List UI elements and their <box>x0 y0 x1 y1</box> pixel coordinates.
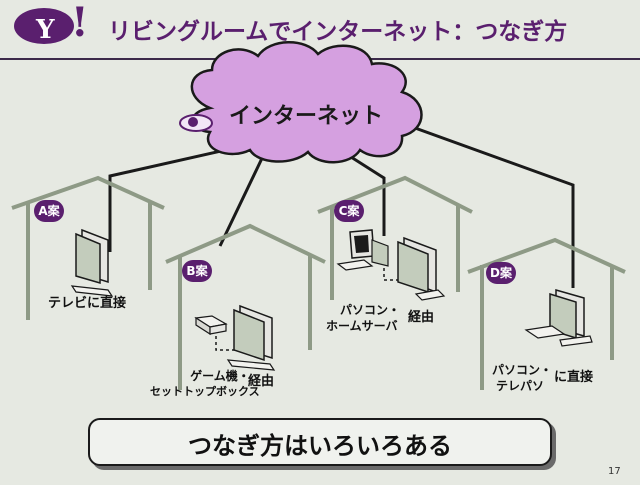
house-a-icon <box>11 175 165 320</box>
eye-icon <box>179 114 213 132</box>
page-number: 17 <box>608 466 621 477</box>
connection-line-c <box>339 148 386 236</box>
house-b-icon <box>165 223 326 390</box>
pc-c-icon <box>336 229 389 271</box>
cloud-icon <box>190 41 423 164</box>
summary-box: つなぎ方はいろいろある <box>88 418 552 466</box>
house-a-label: テレビに直接 <box>48 296 127 311</box>
pc-d-icon <box>524 289 593 347</box>
house-d-icon <box>467 237 626 390</box>
house-d-label-suffix: に直接 <box>554 370 594 385</box>
cable-c <box>383 268 400 281</box>
house-d-label-line2: テレパソ <box>496 379 545 393</box>
tv-b-icon <box>226 304 276 371</box>
house-c-badge: C案 <box>334 200 364 222</box>
house-c-label-line2: ホームサーバ <box>326 319 398 333</box>
set-top-box-icon <box>194 315 228 336</box>
house-a-badge: A案 <box>34 200 64 222</box>
house-c-label-suffix: 経由 <box>408 310 435 325</box>
yahoo-logo: Y <box>14 8 74 45</box>
yahoo-logo-letter: Y <box>36 15 55 45</box>
house-c-icon <box>317 175 473 300</box>
connection-line-a <box>108 138 271 252</box>
connection-line-d <box>414 126 575 288</box>
tv-a-icon <box>70 228 114 297</box>
connection-line-b <box>218 151 267 247</box>
summary-text: つなぎ方はいろいろある <box>188 432 452 460</box>
house-d-badge: D案 <box>486 262 516 284</box>
yahoo-logo-mark: ! <box>71 0 89 46</box>
house-b-badge: B案 <box>182 260 212 282</box>
house-b-label-line1: ゲーム機・ <box>190 369 250 383</box>
house-c-label-line1: パソコン・ <box>340 303 401 317</box>
house-d-label-line1: パソコン・ <box>492 363 553 377</box>
house-b-label-suffix: 経由 <box>248 374 275 389</box>
tv-c-icon <box>397 236 446 301</box>
house-b-label-line2: セットトップボックス <box>150 385 260 398</box>
page-title: リビングルームでインターネット：つなぎ方 <box>108 19 568 45</box>
cable-b <box>215 336 240 351</box>
internet-label: インターネット <box>229 104 384 129</box>
